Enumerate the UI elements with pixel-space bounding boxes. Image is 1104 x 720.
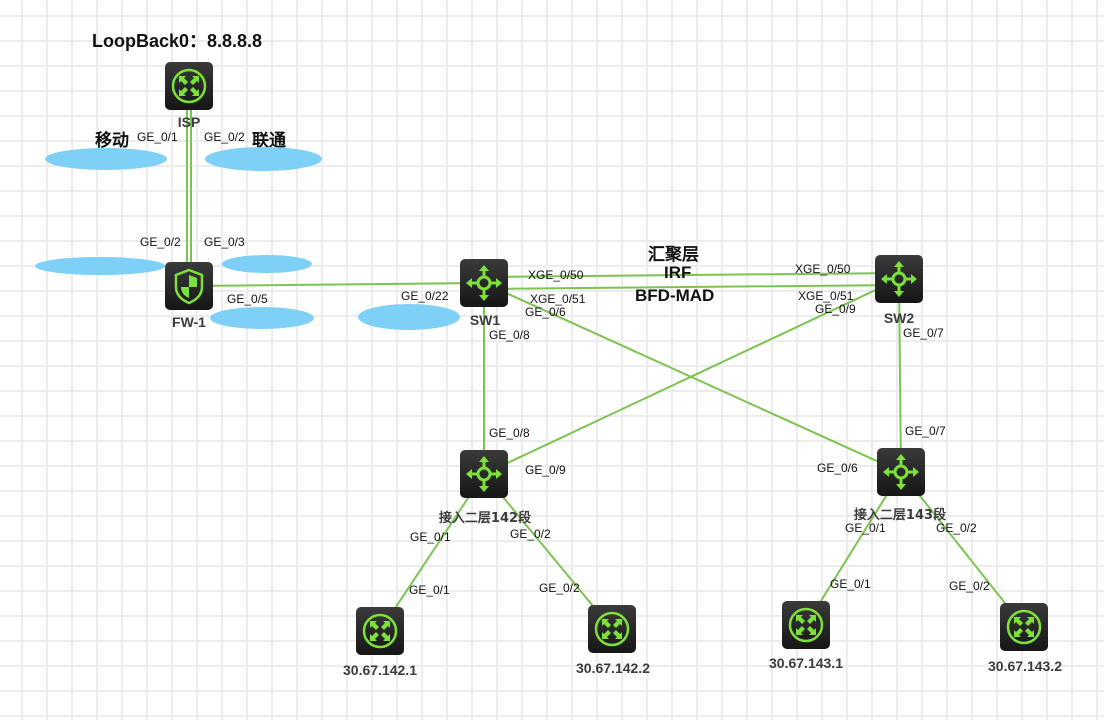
isp-left-annotation: 移动 xyxy=(95,131,129,151)
switch-icon xyxy=(879,259,919,299)
node-sw1[interactable] xyxy=(460,259,508,307)
port-label: GE_0/7 xyxy=(905,424,946,438)
node-label-h1421: 30.67.142.1 xyxy=(343,662,417,678)
port-label: GE_0/2 xyxy=(204,130,245,144)
port-label: GE_0/5 xyxy=(227,292,268,306)
port-label: GE_0/8 xyxy=(489,426,530,440)
node-label-sw1: SW1 xyxy=(469,312,501,328)
node-label-fw1: FW-1 xyxy=(172,314,206,330)
link-sw2-acc142[interactable] xyxy=(483,278,900,475)
port-label: XGE_0/51 xyxy=(530,292,586,306)
aggregation-layer-annotation: 汇聚层 xyxy=(648,245,699,265)
node-label-h1432: 30.67.143.2 xyxy=(988,658,1062,674)
port-label: GE_0/1 xyxy=(410,530,451,544)
redaction-mark xyxy=(222,255,312,273)
port-label: GE_0/2 xyxy=(949,579,990,593)
port-label: GE_0/1 xyxy=(137,130,178,144)
port-label: GE_0/2 xyxy=(936,521,977,535)
link-acc142-h1422[interactable] xyxy=(483,473,613,630)
port-label: GE_0/6 xyxy=(817,461,858,475)
node-acc143[interactable] xyxy=(877,448,925,496)
switch-icon xyxy=(881,452,921,492)
bfd-mad-annotation: BFD-MAD xyxy=(635,286,715,305)
port-label: GE_0/9 xyxy=(525,463,566,477)
port-label: GE_0/2 xyxy=(539,581,580,595)
port-label: GE_0/2 xyxy=(510,527,551,541)
link-sw1-sw2[interactable] xyxy=(483,272,900,278)
node-label-sw2: SW2 xyxy=(883,310,915,326)
node-h1432[interactable] xyxy=(1000,603,1048,651)
link-sw2-acc143[interactable] xyxy=(898,278,902,473)
router-icon xyxy=(594,611,630,647)
node-label-acc142: 接入二层142段 xyxy=(438,511,532,526)
port-label: GE_0/22 xyxy=(401,289,449,303)
port-label: XGE_0/51 xyxy=(798,289,854,303)
node-label-h1431: 30.67.143.1 xyxy=(769,655,843,671)
router-icon xyxy=(788,607,824,643)
redaction-mark xyxy=(358,304,460,330)
redaction-mark xyxy=(205,147,322,171)
port-label: GE_0/9 xyxy=(815,302,856,316)
node-label-isp: ISP xyxy=(177,114,201,130)
node-h1422[interactable] xyxy=(588,605,636,653)
port-label: GE_0/3 xyxy=(204,235,245,249)
node-acc142[interactable] xyxy=(460,450,508,498)
link-fw1-sw1[interactable] xyxy=(188,282,485,287)
node-fw1[interactable] xyxy=(165,262,213,310)
node-h1431[interactable] xyxy=(782,601,830,649)
firewall-icon xyxy=(174,268,204,305)
switch-icon xyxy=(464,454,504,494)
router-icon xyxy=(362,613,398,649)
router-icon xyxy=(1006,609,1042,645)
node-sw2[interactable] xyxy=(875,255,923,303)
isp-right-annotation: 联通 xyxy=(252,131,286,151)
port-label: XGE_0/50 xyxy=(528,268,584,282)
node-label-acc143: 接入二层143段 xyxy=(853,508,947,523)
router-icon xyxy=(171,68,207,104)
node-h1421[interactable] xyxy=(356,607,404,655)
port-label: GE_0/6 xyxy=(525,305,566,319)
redaction-mark xyxy=(35,257,165,275)
redaction-mark xyxy=(45,148,167,170)
link-sw1-sw2[interactable] xyxy=(483,284,900,290)
port-label: XGE_0/50 xyxy=(795,262,851,276)
node-isp[interactable] xyxy=(165,62,213,110)
switch-icon xyxy=(464,263,504,303)
port-label: GE_0/1 xyxy=(845,521,886,535)
loopback-annotation: LoopBack0：8.8.8.8 xyxy=(92,31,263,51)
link-sw1-acc143[interactable] xyxy=(483,282,902,473)
port-label: GE_0/2 xyxy=(140,235,181,249)
link-acc143-h1431[interactable] xyxy=(805,471,902,626)
port-label: GE_0/8 xyxy=(489,328,530,342)
node-label-h1422: 30.67.142.2 xyxy=(576,660,650,676)
port-label: GE_0/1 xyxy=(409,583,450,597)
irf-annotation: IRF xyxy=(664,263,692,282)
port-label: GE_0/7 xyxy=(903,326,944,340)
link-acc142-h1421[interactable] xyxy=(379,473,485,632)
link-acc143-h1432[interactable] xyxy=(900,471,1025,628)
redaction-mark xyxy=(210,307,314,329)
port-label: GE_0/1 xyxy=(830,577,871,591)
